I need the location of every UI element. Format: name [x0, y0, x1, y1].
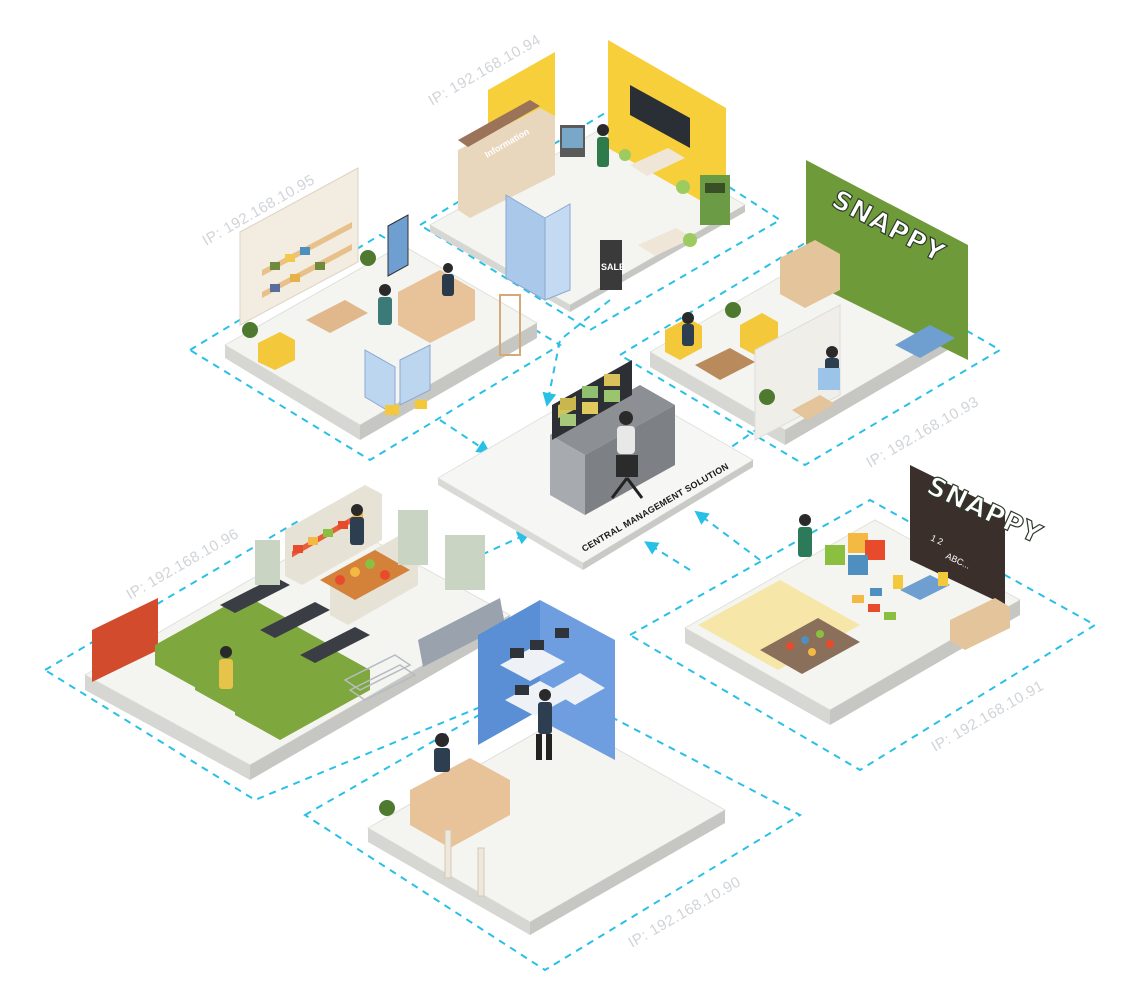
- store-supermarket: [83, 485, 512, 780]
- ball-pit: [760, 618, 860, 674]
- reception-desk: [780, 240, 840, 308]
- bench: [630, 148, 685, 176]
- chalk-numbers: 1 2: [929, 533, 945, 547]
- store-kids-room: SNAPPY 1 2 ABC...: [683, 465, 1047, 725]
- green-wall: [806, 160, 968, 360]
- nail-table: [792, 395, 835, 420]
- shelf-wall: [239, 167, 359, 326]
- shopping-carts: [343, 654, 417, 701]
- fridge-1: [255, 540, 280, 585]
- play-mat: [698, 580, 860, 670]
- store-salon: SNAPPY: [649, 160, 968, 445]
- display-table: [306, 300, 368, 333]
- toy-blocks: [825, 533, 885, 575]
- floor-tiles: [852, 588, 896, 620]
- washing-machines: [418, 598, 505, 667]
- coffee-table: [695, 348, 755, 380]
- security-gate-1: [444, 829, 452, 879]
- store-boutique: [224, 167, 539, 440]
- atm: [700, 175, 730, 225]
- central-management-station: CENTRAL MANAGEMENT SOLUTION: [437, 360, 754, 570]
- bench-2: [638, 228, 693, 256]
- connector-arrows: [439, 299, 771, 571]
- security-gate-2: [477, 847, 485, 897]
- sale-sign: SALE: [601, 262, 625, 272]
- locker-wall: [92, 598, 158, 682]
- tv-screen: [630, 85, 690, 148]
- service-counter: [410, 758, 510, 848]
- kids-table: [900, 575, 950, 600]
- connector-electronics: [644, 541, 691, 571]
- ip-supermarket: IP: 192.168.10.96: [124, 525, 242, 603]
- store-info-lobby: Information SALE: [428, 40, 746, 312]
- mirror: [387, 214, 409, 277]
- info-desk: [458, 108, 555, 218]
- sale-stand: [600, 240, 622, 290]
- toy-shelf: [950, 598, 1010, 650]
- spa-chair: [818, 368, 840, 390]
- chalkboard: [910, 465, 1005, 605]
- zone-salon: [618, 238, 1002, 467]
- ip-electronics: IP: 192.168.10.90: [626, 873, 744, 951]
- armchair: [258, 332, 295, 370]
- zone-kids-room: [627, 498, 1097, 772]
- connector-boutique: [439, 419, 491, 454]
- connector-kids: [694, 510, 761, 561]
- massage-bed: [895, 325, 955, 358]
- store-electronics: [366, 600, 727, 935]
- counter: [398, 270, 475, 343]
- connector-salon: [714, 419, 771, 460]
- fruit-stand: [320, 550, 410, 600]
- fridge-3: [445, 535, 485, 590]
- checkout-lanes: [155, 577, 370, 740]
- laptop-shelves: [500, 628, 605, 716]
- fridge-2: [398, 510, 428, 565]
- connector-supermarket: [469, 531, 532, 561]
- connector-info: [542, 299, 611, 407]
- zone-electronics: [303, 678, 803, 972]
- ip-salon: IP: 192.168.10.93: [864, 393, 982, 471]
